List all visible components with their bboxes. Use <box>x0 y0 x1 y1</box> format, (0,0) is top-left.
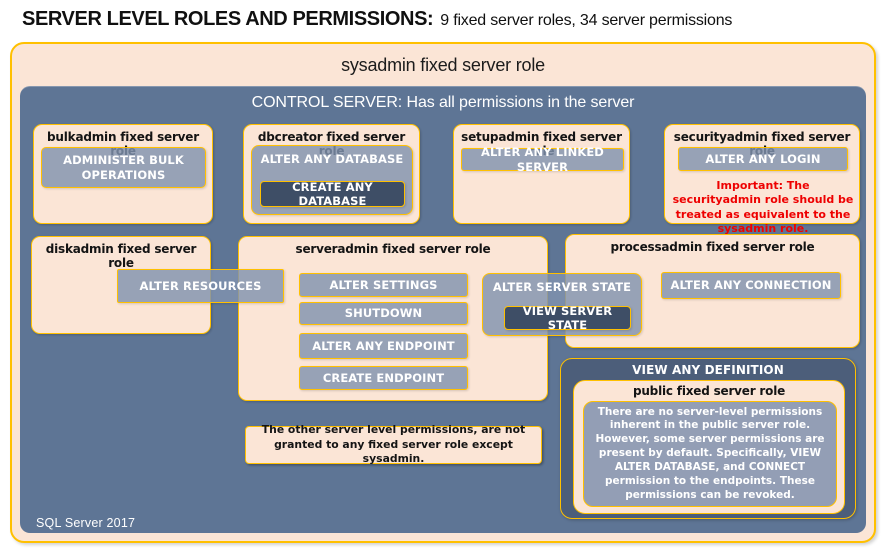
view-any-definition-group: VIEW ANY DEFINITION public fixed server … <box>560 358 856 519</box>
permission-alter-any-connection: ALTER ANY CONNECTION <box>661 272 841 299</box>
public-role-title: public fixed server role <box>632 384 786 398</box>
permission-create-endpoint: CREATE ENDPOINT <box>299 366 468 390</box>
page-title-bold: SERVER LEVEL ROLES AND PERMISSIONS: <box>22 8 434 30</box>
processadmin-role-title: processadmin fixed server role <box>610 240 815 254</box>
page-title-subtext: 9 fixed server roles, 34 server permissi… <box>440 12 733 29</box>
diskadmin-role-title: diskadmin fixed server role <box>45 242 197 270</box>
permission-alter-settings: ALTER SETTINGS <box>299 273 468 297</box>
permission-create-any-database: CREATE ANY DATABASE <box>260 180 405 208</box>
sysadmin-role-label: sysadmin fixed server role <box>341 55 545 75</box>
securityadmin-role-box: securityadmin fixed server role ALTER AN… <box>664 124 860 235</box>
public-role-description: There are no server-level permissions in… <box>583 401 837 507</box>
permission-alter-any-endpoint: ALTER ANY ENDPOINT <box>299 333 468 359</box>
control-server-box: CONTROL SERVER: Has all permissions in t… <box>20 86 866 533</box>
serveradmin-role-title: serveradmin fixed server role <box>295 242 491 256</box>
permission-shutdown: SHUTDOWN <box>299 302 468 325</box>
permission-administer-bulk-operations: ADMINISTER BULK OPERATIONS <box>41 147 206 188</box>
setupadmin-role-box: setupadmin fixed server role ALTER ANY L… <box>453 124 630 224</box>
public-role-box: public fixed server role There are no se… <box>573 380 845 514</box>
permission-view-server-state: VIEW SERVER STATE <box>504 304 631 332</box>
permission-alter-resources: ALTER RESOURCES <box>117 269 284 303</box>
permission-alter-server-state: ALTER SERVER STATE <box>492 280 632 294</box>
permission-view-any-definition: VIEW ANY DEFINITION <box>632 363 784 377</box>
serveradmin-role-box: serveradmin fixed server role ALTER SETT… <box>238 236 548 401</box>
permission-alter-any-login: ALTER ANY LOGIN <box>678 147 848 171</box>
sql-server-version-label: SQL Server 2017 <box>36 516 136 530</box>
securityadmin-warning-note: Important: The securityadmin role should… <box>672 179 854 235</box>
other-permissions-note: The other server level permissions, are … <box>245 423 542 465</box>
permission-alter-server-state-group: ALTER SERVER STATE VIEW SERVER STATE <box>482 273 642 336</box>
permission-alter-any-database-group: ALTER ANY DATABASE CREATE ANY DATABASE <box>251 145 413 215</box>
permission-alter-any-database: ALTER ANY DATABASE <box>260 152 404 166</box>
sysadmin-role-box: sysadmin fixed server role CONTROL SERVE… <box>10 42 876 543</box>
permission-alter-any-linked-server: ALTER ANY LINKED SERVER <box>461 145 624 174</box>
control-server-label: CONTROL SERVER: Has all permissions in t… <box>251 94 635 111</box>
bulkadmin-role-box: bulkadmin fixed server role ADMINISTER B… <box>33 124 213 224</box>
page-title: SERVER LEVEL ROLES AND PERMISSIONS: 9 fix… <box>22 8 732 31</box>
dbcreator-role-box: dbcreator fixed server role ALTER ANY DA… <box>243 124 420 224</box>
